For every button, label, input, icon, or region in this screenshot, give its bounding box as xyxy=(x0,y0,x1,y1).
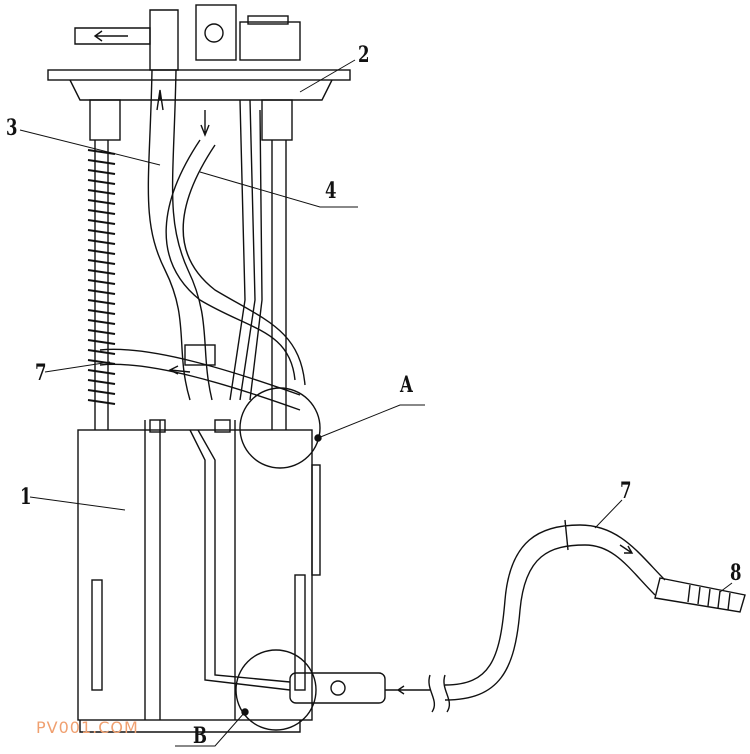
leader-dot-b xyxy=(241,708,249,716)
reservoir xyxy=(77,419,321,733)
guide-rods xyxy=(87,140,287,430)
leader-lines xyxy=(19,59,733,747)
label-7-right: 7 xyxy=(620,478,632,504)
label-3: 3 xyxy=(6,115,18,141)
label-8: 8 xyxy=(730,560,742,586)
label-2: 2 xyxy=(358,42,370,68)
leader-dot-a xyxy=(314,434,322,442)
label-a: A xyxy=(400,372,413,398)
hose-assembly xyxy=(289,519,746,713)
label-1: 1 xyxy=(20,484,32,510)
top-bracket xyxy=(195,4,301,61)
watermark: PV001.COM xyxy=(36,718,139,737)
label-b: B xyxy=(193,723,207,749)
flange xyxy=(47,69,351,141)
fuel-pipes xyxy=(99,69,306,411)
detail-circle-b xyxy=(235,649,317,731)
label-7-left: 7 xyxy=(35,360,47,386)
outlet-nozzle xyxy=(74,9,179,71)
detail-circle-a xyxy=(239,387,321,469)
label-4: 4 xyxy=(325,178,337,204)
